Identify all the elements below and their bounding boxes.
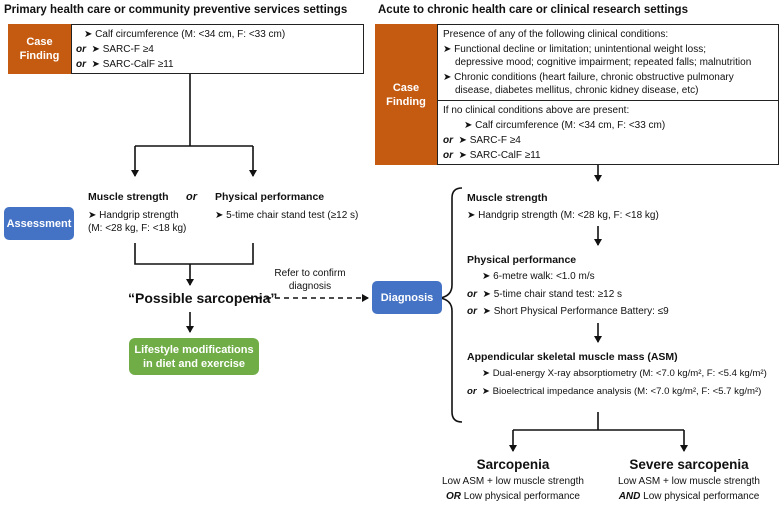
pp-item: ➤ 6-metre walk: <1.0 m/s [482, 271, 595, 282]
right-cf-item: ➤ Calf circumference (M: <34 cm, F: <33 … [464, 120, 666, 131]
left-handgrip-values: (M: <28 kg, F: <18 kg) [88, 223, 187, 234]
asm-item: or ➤ Bioelectrical impedance analysis (M… [467, 386, 762, 397]
sarcopenia-line2: OR Low physical performance [446, 491, 580, 502]
condition-item: ➤ Chronic conditions (heart failure, chr… [443, 72, 734, 83]
if-no-text: If no clinical conditions above are pres… [443, 105, 630, 116]
left-cf-item: or ➤ SARC-CalF ≥11 [76, 59, 174, 70]
right-physical-performance: Physical performance [467, 254, 577, 266]
presence-text: Presence of any of the following clinica… [443, 29, 669, 40]
asm-item: ➤ Dual-energy X-ray absorptiometry (M: <… [482, 368, 767, 379]
left-physical-performance: Physical performance [215, 191, 325, 203]
right-muscle-strength: Muscle strength [467, 192, 548, 204]
left-or-word: or [186, 191, 197, 203]
right-handgrip: ➤ Handgrip strength (M: <28 kg, F: <18 k… [467, 210, 659, 221]
condition-item: ➤ Functional decline or limitation; unin… [443, 44, 706, 55]
right-split-line [513, 412, 684, 431]
sarcopenia-title: Sarcopenia [476, 457, 550, 472]
severe-line1: Low ASM + low muscle strength [617, 476, 760, 487]
divider [438, 100, 778, 101]
condition-item-cont: disease, diabetes mellitus, chronic kidn… [455, 85, 699, 96]
right-heading: Acute to chronic health care or clinical… [378, 4, 688, 16]
right-cf-item: or ➤ SARC-CalF ≥11 [443, 150, 541, 161]
assessment-box: Assessment [4, 207, 74, 240]
sarcopenia-outcome: Sarcopenia Low ASM + low muscle strength… [433, 456, 593, 503]
left-cf-item: or ➤ SARC-F ≥4 [76, 44, 154, 55]
right-cf-item: or ➤ SARC-F ≥4 [443, 135, 521, 146]
right-case-finding-box: Presence of any of the following clinica… [437, 24, 779, 165]
severe-outcome: Severe sarcopenia Low ASM + low muscle s… [604, 456, 774, 503]
diagnosis-box: Diagnosis [372, 281, 442, 314]
left-join-line [134, 243, 254, 265]
severe-title: Severe sarcopenia [629, 457, 749, 472]
brace [439, 187, 463, 423]
left-muscle-strength: Muscle strength [88, 191, 169, 203]
severe-line2: AND Low physical performance [618, 491, 760, 502]
sarcopenia-line1: Low ASM + low muscle strength [441, 476, 584, 487]
left-cf-item: ➤ Calf circumference (M: <34 cm, F: <33 … [84, 29, 286, 40]
left-handgrip: ➤ Handgrip strength [88, 210, 179, 221]
left-chair-stand: ➤ 5-time chair stand test (≥12 s) [215, 210, 359, 221]
left-case-finding-box: ➤ Calf circumference (M: <34 cm, F: <33 … [71, 24, 364, 74]
pp-item: or ➤ 5-time chair stand test: ≥12 s [467, 289, 623, 300]
asm-heading: Appendicular skeletal muscle mass (ASM) [467, 351, 678, 363]
left-heading: Primary health care or community prevent… [4, 4, 348, 16]
pp-item: or ➤ Short Physical Performance Battery:… [467, 306, 669, 317]
possible-sarcopenia: “Possible sarcopenia” [128, 290, 278, 306]
condition-item-cont: depressive mood; cognitive impairment; r… [455, 57, 752, 68]
